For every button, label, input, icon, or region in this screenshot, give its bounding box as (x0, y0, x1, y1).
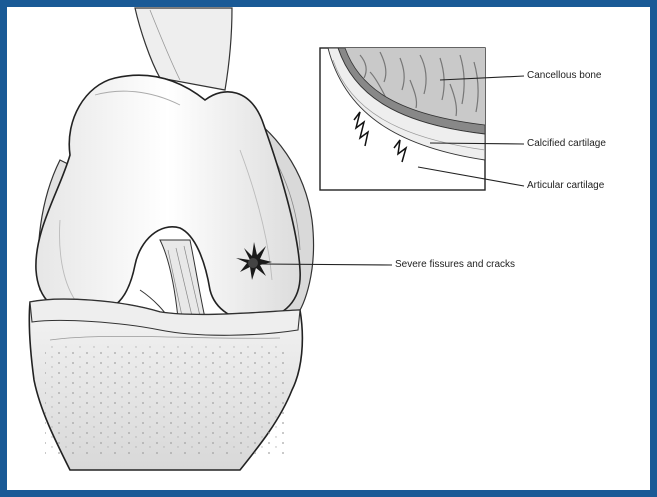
inset-cross-section (320, 48, 485, 190)
label-cancellous-bone: Cancellous bone (527, 70, 602, 82)
femoral-condyles (36, 75, 300, 320)
tibia (29, 299, 302, 470)
cruciate-ligaments (140, 240, 205, 320)
label-articular-cartilage: Articular cartilage (527, 180, 604, 192)
label-calcified-cartilage: Calcified cartilage (527, 138, 606, 150)
label-severe-fissures: Severe fissures and cracks (395, 259, 515, 271)
